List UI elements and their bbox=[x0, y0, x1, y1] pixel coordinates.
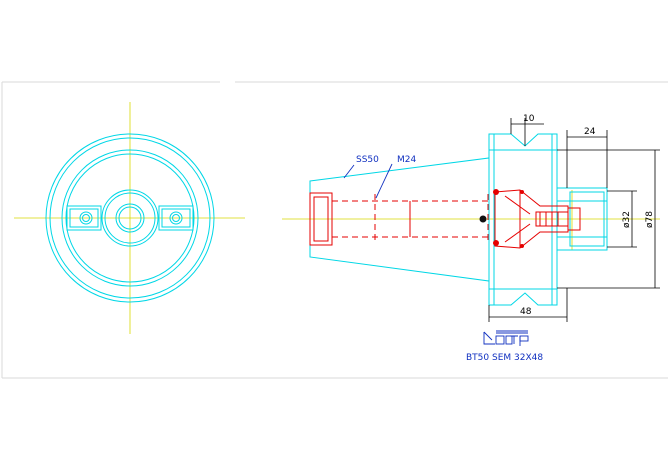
outer-flange-circle bbox=[45, 133, 215, 303]
taper-shank bbox=[309, 157, 490, 282]
dim-dia32: ø32 bbox=[622, 211, 632, 228]
screw-top-icon bbox=[493, 189, 499, 195]
dim-dia78: ø78 bbox=[645, 211, 655, 228]
flange bbox=[488, 133, 558, 306]
pull-stud-end bbox=[309, 192, 333, 246]
dimension-lines bbox=[488, 118, 660, 322]
front-view bbox=[14, 102, 245, 334]
dim-10: 10 bbox=[523, 114, 535, 124]
dim-24: 24 bbox=[584, 127, 596, 137]
product-title: BT50 SEM 32X48 bbox=[466, 353, 543, 363]
dim-48: 48 bbox=[520, 307, 532, 317]
side-view: 10 24 48 ø32 ø78 SS50 M24 bbox=[282, 114, 660, 322]
label-ss50: SS50 bbox=[356, 155, 379, 165]
drive-key-left bbox=[66, 205, 102, 231]
clamp-mechanism bbox=[479, 189, 581, 249]
center-point-icon bbox=[479, 215, 487, 223]
label-m24: M24 bbox=[397, 155, 416, 165]
leaders bbox=[343, 163, 393, 199]
bore-circle bbox=[101, 189, 159, 247]
company-logo bbox=[483, 330, 529, 346]
screw-bottom-icon bbox=[493, 240, 499, 246]
hidden-bore bbox=[332, 194, 489, 244]
holder-nose bbox=[556, 187, 608, 251]
drive-key-right bbox=[158, 205, 194, 231]
drawing-frame bbox=[1, 81, 668, 379]
